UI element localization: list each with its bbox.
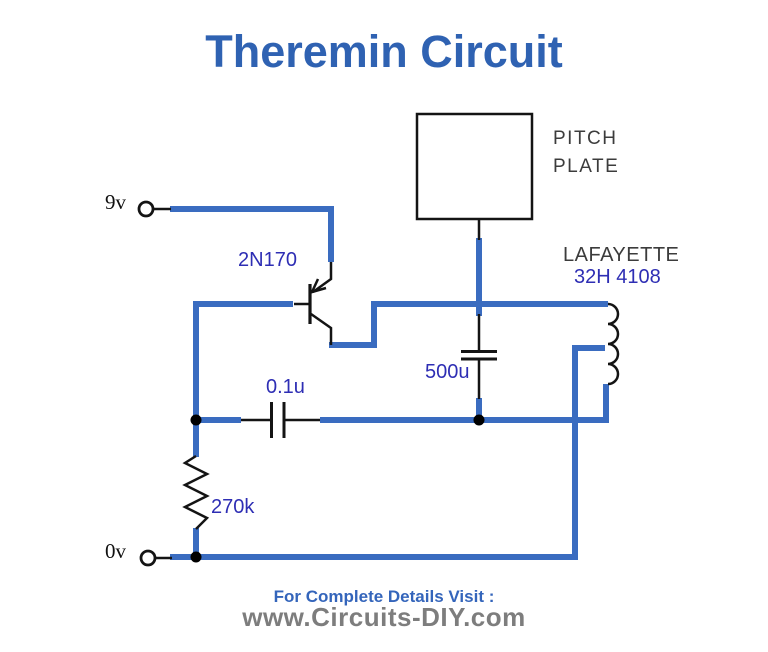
transistor-symbol [294, 262, 333, 345]
junction-dot-base-feedback [190, 414, 202, 426]
terminal-0v-circle [139, 549, 157, 567]
wire-9v-feed [170, 206, 334, 262]
capacitor-500u-label: 500u [425, 361, 470, 383]
junction-dot-ground [190, 551, 202, 563]
capacitor-500u-symbol [461, 314, 497, 399]
wire-coil-tap-riser [572, 345, 605, 557]
transistor-label: 2N170 [238, 249, 297, 271]
inductor-brand-label: LAFAYETTE [563, 244, 680, 266]
pitch-plate-label-line1: PITCH [553, 128, 618, 149]
terminal-9v-circle [137, 200, 155, 218]
inductor-model-label: 32H 4108 [574, 266, 661, 288]
pitch-plate-box [415, 112, 534, 221]
capacitor-01u-label: 0.1u [266, 376, 305, 398]
resistor-label: 270k [211, 496, 255, 518]
terminal-9v-label: 9v [105, 190, 126, 214]
wire-feedback-right-segment [320, 384, 609, 423]
pitch-plate-label-line2: PLATE [553, 156, 620, 177]
footer-visit-text: For Complete Details Visit : [273, 587, 495, 606]
transistor-collector-lead [312, 262, 333, 294]
footer-website-text: www.Circuits-DIY.com [242, 602, 526, 632]
inductor-coil [607, 302, 620, 386]
terminal-0v-label: 0v [105, 539, 126, 563]
transistor-arrowhead-icon [309, 278, 327, 294]
junction-dot-cap500u [473, 414, 485, 426]
wire-emitter-loop-top-run [329, 301, 608, 348]
resistor-zigzag [182, 454, 210, 530]
transistor-emitter-lead [310, 312, 333, 345]
wire-base-left [193, 301, 293, 420]
capacitor-01u-symbol [241, 402, 320, 438]
page-title: Theremin Circuit [205, 26, 563, 77]
